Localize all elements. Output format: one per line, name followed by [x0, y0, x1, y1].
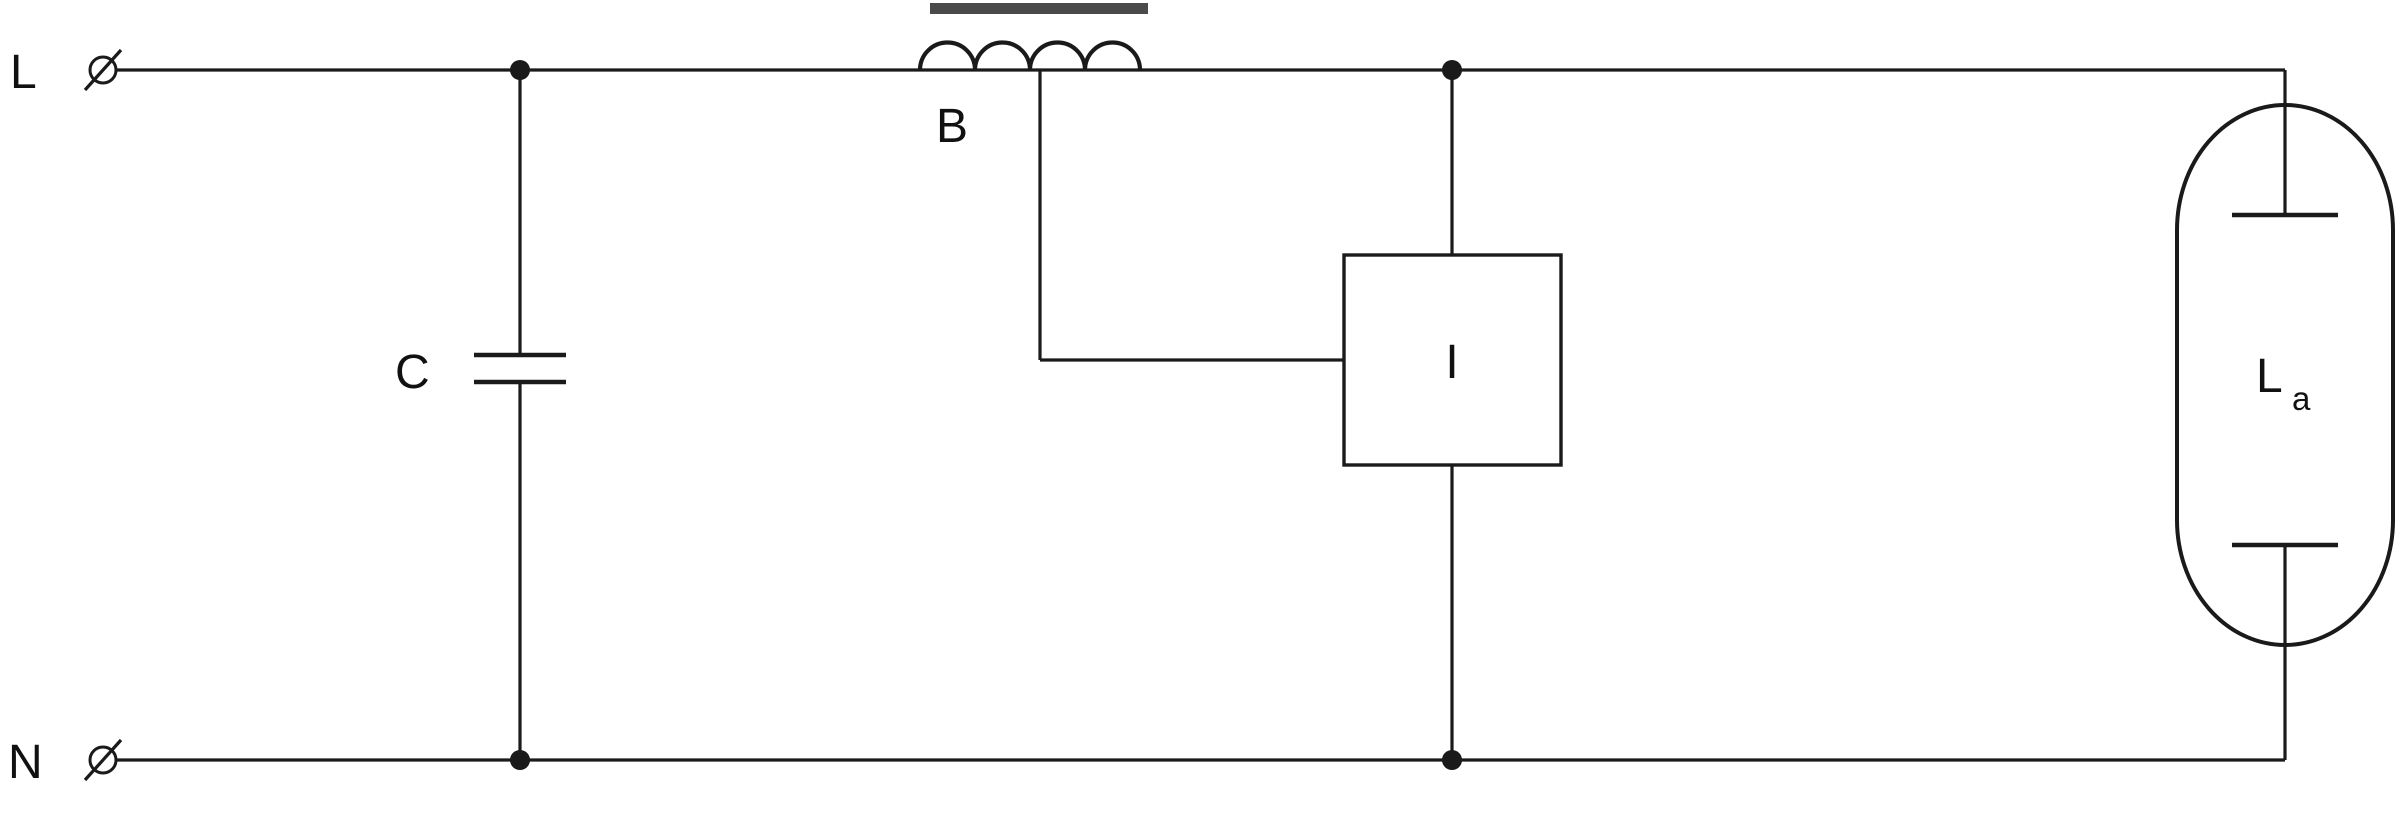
- line-terminal-slash-icon: [83, 48, 123, 92]
- ignitor-block: [1342, 60, 1563, 770]
- inductor-core-bar: [930, 3, 1148, 14]
- capacitor-branch: [474, 60, 566, 770]
- inductor-coil-icon: [917, 40, 1143, 71]
- neutral-terminal-slash-icon: [83, 738, 123, 782]
- neutral-terminal-symbol: [83, 738, 123, 782]
- capacitor-label: C: [395, 346, 430, 399]
- lamp-label: L: [2256, 350, 2283, 403]
- line-terminal-label: L: [10, 46, 37, 99]
- neutral-terminal-label: N: [8, 736, 43, 789]
- junction-dot-ignitor-top: [1442, 60, 1462, 80]
- lamp-label-subscript: a: [2292, 380, 2311, 417]
- ballast-inductor: [917, 3, 1148, 71]
- junction-dot-capacitor-bottom: [510, 750, 530, 770]
- ballast-label: B: [936, 100, 968, 153]
- lamp-symbol: [2175, 70, 2395, 760]
- junction-dot-ignitor-bottom: [1442, 750, 1462, 770]
- line-terminal-symbol: [83, 48, 123, 92]
- ignitor-tap-wire: [1038, 70, 1344, 362]
- junction-dot-capacitor-top: [510, 60, 530, 80]
- ignitor-label: I: [1445, 336, 1458, 389]
- ignitor-box: [1342, 253, 1563, 467]
